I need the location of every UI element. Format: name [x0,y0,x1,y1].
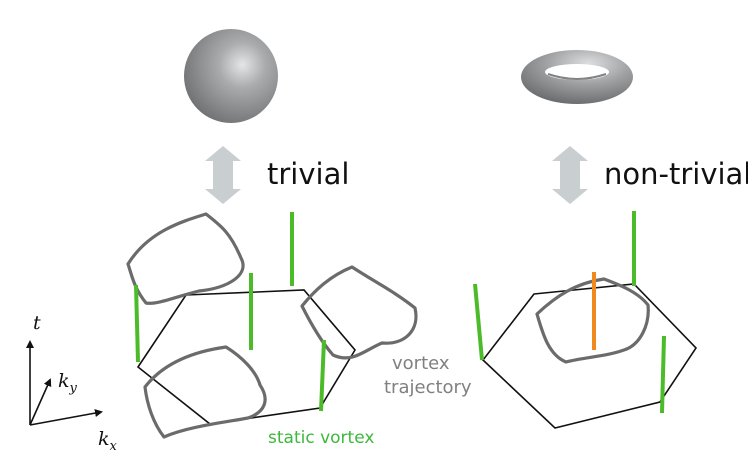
torus-surface [521,50,633,104]
double-arrow-right [552,146,588,204]
static-vortex-line [319,339,326,412]
label-static-vortex: static vortex [268,428,375,448]
static-vortex-line [660,335,666,414]
axis-label-kx-sub: x [109,438,117,454]
axis-label-kx-k: k [98,428,110,450]
label-vortex-trajectory-line2: trajectory [384,377,472,398]
static-vortex-line [473,283,484,361]
coordinate-axes [26,340,103,426]
label-trivial: trivial [267,157,350,191]
axis-label-t: t [33,312,41,334]
label-vortex-trajectory: vortex trajectory [384,352,472,400]
static-vortices-left [134,212,326,412]
trajectory-loop-right [300,265,418,360]
double-arrow-left [205,146,241,204]
static-vortices-right [473,211,666,414]
trajectory-loop-upper-left [126,212,245,305]
axis-label-ky: ky [58,372,77,395]
ky-axis [29,378,52,426]
axis-label-kx: kx [98,430,117,453]
trajectory-loop-center [535,277,650,364]
label-non-trivial: non-trivial [604,157,748,191]
axis-label-ky-k: k [58,370,70,392]
label-vortex-trajectory-line1: vortex [392,353,450,374]
axis-label-ky-sub: y [69,380,77,396]
kx-axis [29,409,103,426]
trajectory-loop-lower-left [143,345,267,439]
static-vortex-line [134,284,140,363]
sphere-surface [184,29,278,123]
